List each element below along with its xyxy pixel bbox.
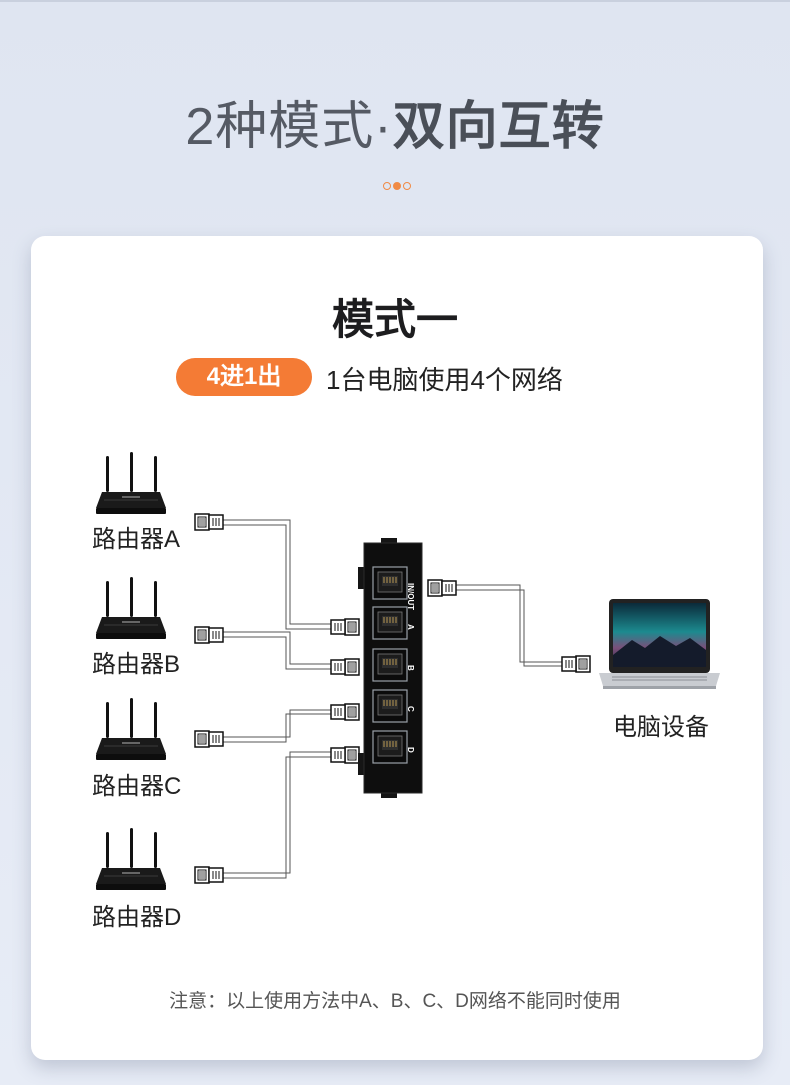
router-b-label: 路由器B: [92, 651, 181, 678]
usage-note: 注意：以上使用方法中A、B、C、D网络不能同时使用: [169, 991, 621, 1012]
plug-icon: [194, 730, 224, 748]
top-divider: [0, 0, 790, 2]
plug-icon: [194, 513, 224, 531]
carousel-dots: [383, 182, 413, 192]
dot-indicator-active: [393, 182, 401, 190]
router-c-label: 路由器C: [92, 773, 182, 800]
port-label-b: B: [406, 665, 415, 671]
plug-icon: [330, 746, 360, 764]
title-bold: 双向互转: [392, 98, 605, 156]
router-d-icon: [95, 827, 167, 891]
page-title: 2种模式·双向互转: [0, 84, 790, 159]
port-label-a: A: [406, 624, 415, 630]
mode-description: 1台电脑使用4个网络: [326, 365, 563, 395]
dot-indicator: [403, 182, 411, 190]
cable-lines: [223, 519, 562, 879]
mode-badge: 4进1出: [176, 358, 312, 396]
dot-indicator: [383, 182, 391, 190]
port-label-c: C: [406, 706, 415, 712]
plug-icon: [427, 579, 457, 597]
router-b-icon: [95, 576, 167, 640]
plug-icon: [194, 866, 224, 884]
mode-title: 模式一: [331, 296, 458, 343]
title-light: 2种模式·: [185, 98, 393, 156]
router-a-label: 路由器A: [92, 526, 181, 553]
computer-label: 电脑设备: [613, 714, 709, 741]
laptop-icon: [599, 599, 720, 689]
plug-icon: [330, 658, 360, 676]
router-c-icon: [95, 697, 167, 761]
plug-icon: [330, 618, 360, 636]
network-switch-box: IN/OUT A B C D: [358, 538, 423, 798]
port-label-d: D: [406, 747, 415, 753]
router-a-icon: [95, 451, 167, 515]
plug-icon: [561, 655, 591, 673]
plug-icon: [194, 626, 224, 644]
plug-icon: [330, 703, 360, 721]
router-d-label: 路由器D: [92, 904, 182, 931]
port-label-inout: IN/OUT: [406, 583, 415, 610]
